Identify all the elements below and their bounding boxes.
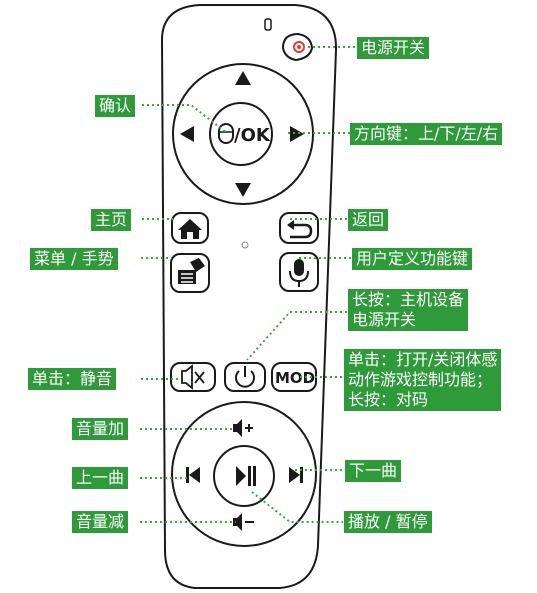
label-long-press-power: 长按：主机设备 电源开关 <box>348 289 469 331</box>
arrow-up-icon[interactable] <box>235 71 251 85</box>
led-icon <box>264 18 272 31</box>
back-button[interactable] <box>279 212 319 244</box>
ok-label: /OK <box>234 125 271 146</box>
mute-icon <box>181 364 205 390</box>
label-home: 主页 <box>91 209 132 231</box>
dpad: /OK <box>172 63 314 205</box>
mod-label: MOD <box>275 369 315 387</box>
volume-down-icon[interactable] <box>233 513 254 531</box>
label-play-pause: 播放 / 暂停 <box>344 511 432 533</box>
ok-button[interactable] <box>209 102 273 166</box>
mute-button[interactable] <box>170 362 216 392</box>
label-mod-line1: 单击：打开/关闭体感 <box>348 350 498 369</box>
leader-lines <box>140 46 356 523</box>
label-mod: 单击：打开/关闭体感 动作游戏控制功能； 长按：对码 <box>344 349 502 411</box>
arrow-left-icon[interactable] <box>180 126 194 142</box>
power-symbol-icon <box>235 366 255 388</box>
mod-button[interactable]: MOD <box>271 362 317 392</box>
sensor-dot <box>241 241 249 249</box>
home-button[interactable] <box>171 212 209 244</box>
power-button[interactable] <box>281 32 314 62</box>
label-mute: 单击：静音 <box>28 368 117 390</box>
arrow-down-icon[interactable] <box>235 183 251 197</box>
back-icon <box>290 223 313 239</box>
label-direction: 方向键：上/下/左/右 <box>350 123 503 145</box>
volume-up-icon[interactable] <box>233 419 253 437</box>
label-mod-line3: 长按：对码 <box>348 390 429 409</box>
label-power: 电源开关 <box>357 37 430 59</box>
menu-button[interactable] <box>170 253 210 293</box>
custom-key-button[interactable] <box>279 252 319 292</box>
menu-icon <box>178 258 205 284</box>
mouse-icon <box>218 123 234 144</box>
label-prev-track: 上一曲 <box>72 467 129 489</box>
label-long-press-power-line2: 电源开关 <box>352 310 417 329</box>
home-icon <box>178 219 202 239</box>
previous-icon[interactable] <box>186 467 200 483</box>
label-long-press-power-line1: 长按：主机设备 <box>352 290 465 309</box>
label-mod-line2: 动作游戏控制功能； <box>348 370 493 389</box>
label-menu-gesture: 菜单 / 手势 <box>30 248 118 270</box>
play-pause-icon <box>236 466 256 486</box>
microphone-icon <box>289 259 309 287</box>
media-pad <box>171 401 317 547</box>
arrow-right-icon[interactable] <box>290 126 304 142</box>
device-power-button[interactable] <box>224 362 266 392</box>
label-confirm: 确认 <box>95 95 136 117</box>
label-volume-down: 音量减 <box>72 511 129 533</box>
label-next-track: 下一曲 <box>345 460 402 482</box>
label-back: 返回 <box>348 209 389 231</box>
label-volume-up: 音量加 <box>72 418 129 440</box>
next-icon[interactable] <box>289 467 303 483</box>
label-custom-key: 用户定义功能键 <box>352 248 473 270</box>
